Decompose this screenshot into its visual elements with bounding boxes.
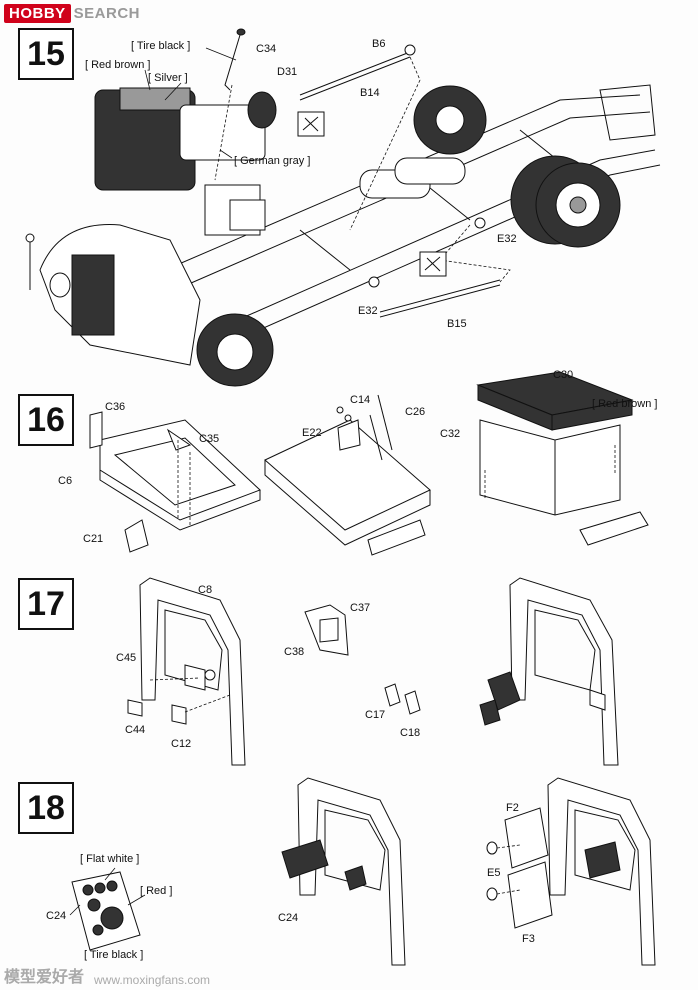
- step-number-16: 16: [18, 394, 74, 446]
- label-red-brown: [ Red brown ]: [85, 59, 151, 71]
- label-c24-b: C24: [278, 912, 299, 924]
- step-number-18: 18: [18, 782, 74, 834]
- label-c12: C12: [171, 738, 192, 750]
- label-red-brown-seat: [ Red brown ]: [592, 398, 658, 410]
- logo-part1: HOBBY: [4, 3, 71, 23]
- label-c21: C21: [83, 533, 104, 545]
- label-c34: C34: [256, 43, 277, 55]
- step17-cab-back-drawing: [127, 577, 619, 766]
- label-c44: C44: [125, 724, 146, 736]
- label-german-gray: [ German gray ]: [234, 155, 311, 167]
- hobbysearch-logo: HOBBY SEARCH: [4, 2, 140, 24]
- label-c32: C32: [440, 428, 461, 440]
- watermark-cn: 模型爱好者: [4, 967, 85, 986]
- step15-chassis-drawing: [25, 28, 661, 387]
- label-tire-black-gauge: [ Tire black ]: [84, 949, 144, 961]
- label-b15: B15: [447, 318, 467, 330]
- label-f2: F2: [506, 802, 519, 814]
- label-e32-b: E32: [358, 305, 378, 317]
- step-number-15: 15: [18, 28, 74, 80]
- label-f3: F3: [522, 933, 535, 945]
- label-c14: C14: [350, 394, 371, 406]
- watermark-url: www.moxingfans.com: [94, 973, 211, 987]
- step-number-17: 17: [18, 578, 74, 630]
- label-tire-black: [ Tire black ]: [131, 40, 191, 52]
- label-c24-a: C24: [46, 910, 67, 922]
- label-c38: C38: [284, 646, 305, 658]
- label-red: [ Red ]: [140, 885, 173, 897]
- label-d31: D31: [277, 66, 298, 78]
- label-e5: E5: [487, 867, 501, 879]
- label-c45: C45: [116, 652, 137, 664]
- label-c30: C30: [553, 369, 574, 381]
- label-c36: C36: [105, 401, 126, 413]
- label-c26: C26: [405, 406, 426, 418]
- label-c37: C37: [350, 602, 371, 614]
- label-c17: C17: [365, 709, 386, 721]
- label-c6: C6: [58, 475, 73, 487]
- label-e32-a: E32: [497, 233, 517, 245]
- label-silver: [ Silver ]: [148, 72, 188, 84]
- label-c18: C18: [400, 727, 421, 739]
- step18-dashboard-drawing: [69, 777, 656, 966]
- footer-watermark: 模型爱好者 www.moxingfans.com: [4, 963, 210, 987]
- label-e22: E22: [302, 427, 322, 439]
- label-b6: B6: [372, 38, 386, 50]
- step16-body-drawing: [89, 371, 649, 556]
- label-flat-white: [ Flat white ]: [80, 853, 140, 865]
- label-b14: B14: [360, 87, 380, 99]
- label-c35: C35: [199, 433, 220, 445]
- logo-part2: SEARCH: [73, 4, 141, 22]
- label-c8: C8: [198, 584, 213, 596]
